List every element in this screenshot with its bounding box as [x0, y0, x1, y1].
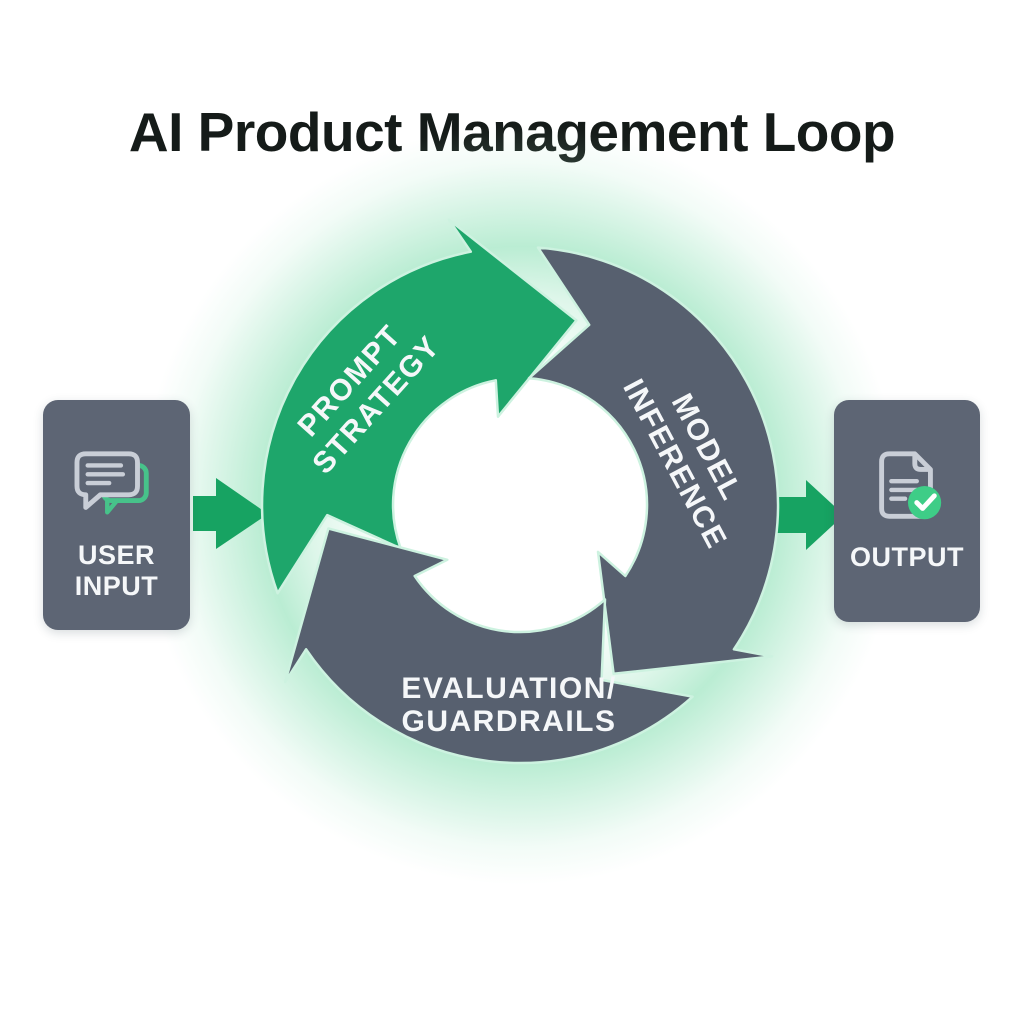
- check-badge: [907, 486, 942, 520]
- loop-to-output-arrow: [770, 480, 844, 550]
- chat-bubbles-icon: [74, 451, 149, 515]
- user-input-node: USER INPUT: [43, 400, 190, 630]
- user-input-label-line1: USER: [77, 540, 155, 570]
- user-input-to-loop-arrow: [193, 478, 268, 549]
- segment-model-inference: [527, 246, 780, 676]
- user-input-label-line2: INPUT: [74, 570, 159, 601]
- output-node: OUTPUT: [834, 400, 980, 622]
- segment-prompt-strategy: [260, 218, 578, 595]
- loop-center: [394, 379, 646, 631]
- document-check-icon: [879, 451, 942, 520]
- segment-evaluation-guardrails: [283, 527, 694, 765]
- check-icon: [914, 493, 937, 511]
- output-label: OUTPUT: [850, 542, 964, 572]
- user-input-label: USER INPUT: [75, 540, 159, 602]
- segment-label-evaluation-guardrails: EVALUATION/GUARDRAILS: [401, 672, 616, 738]
